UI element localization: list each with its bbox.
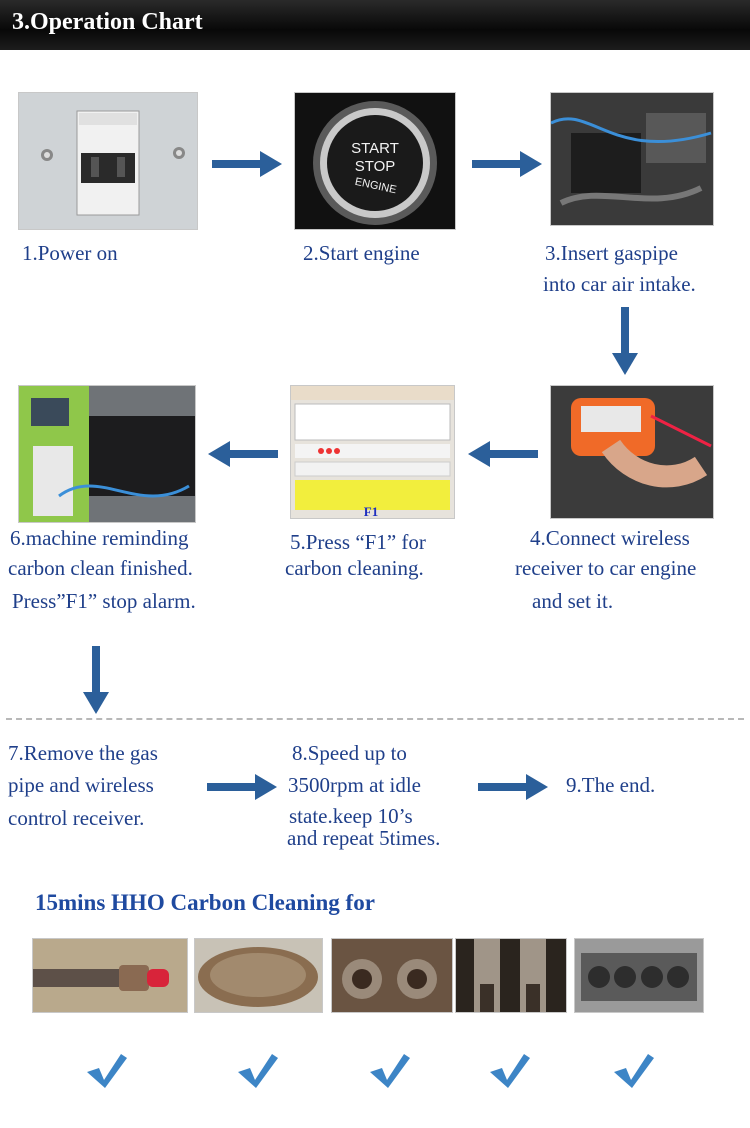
button-text-stop: STOP (355, 158, 396, 175)
circuit-breaker-photo (18, 92, 198, 230)
machine-car-photo (18, 385, 196, 523)
step-4-label-line2: receiver to car engine (515, 556, 697, 580)
piston-top-photo (194, 938, 323, 1013)
step-6-label-line2: carbon clean finished. (8, 556, 193, 580)
oxygen-sensor-photo (32, 938, 188, 1013)
step-1-label: 1.Power on (22, 241, 118, 265)
arrow-left-icon (468, 441, 538, 467)
arrow-left-icon (208, 441, 278, 467)
engine-gaspipe-photo (550, 92, 714, 226)
arrow-down-icon (83, 646, 109, 714)
step-5-label-line1: 5.Press “F1” for (290, 530, 426, 554)
step-8-label-line2: 3500rpm at idle (288, 773, 421, 797)
checkmark-icon (236, 1050, 280, 1090)
wireless-receiver-photo (550, 385, 714, 519)
cylinder-head-photo (574, 938, 704, 1013)
step-5-label-line2: carbon cleaning. (285, 556, 424, 580)
step-4-label-line3: and set it. (532, 589, 614, 613)
dashed-divider (6, 718, 744, 720)
arrow-right-icon (472, 151, 542, 177)
arrow-down-icon (612, 307, 638, 375)
cleaning-section-title: 15mins HHO Carbon Cleaning for (35, 890, 375, 915)
checkmark-icon (488, 1050, 532, 1090)
checkmark-icon (85, 1050, 129, 1090)
header-bar (0, 0, 750, 50)
control-screen-photo: F1 (290, 385, 455, 519)
button-text-start: START (351, 140, 399, 157)
checkmark-icon (612, 1050, 656, 1090)
f1-key-label: F1 (364, 504, 378, 518)
step-7-label-line1: 7.Remove the gas (8, 741, 158, 765)
step-8-label-line4: and repeat 5times. (287, 826, 441, 850)
step-7-label-line3: control receiver. (8, 806, 145, 830)
step-7-label-line2: pipe and wireless (8, 773, 154, 797)
step-8-label-line1: 8.Speed up to (292, 741, 407, 765)
step-3-label-line2: into car air intake. (543, 272, 696, 296)
arrow-right-icon (207, 774, 277, 800)
step-2-label: 2.Start engine (303, 241, 420, 265)
valves-photo (331, 938, 453, 1013)
page-title: 3.Operation Chart (12, 9, 203, 35)
step-6-label-line3: Press”F1” stop alarm. (12, 589, 196, 613)
arrow-right-icon (212, 151, 282, 177)
spark-plugs-photo (455, 938, 567, 1013)
checkmark-icon (368, 1050, 412, 1090)
step-8-label-line3: state.keep 10’s (289, 804, 413, 828)
arrow-right-icon (478, 774, 548, 800)
step-4-label-line1: 4.Connect wireless (530, 526, 690, 550)
step-9-label: 9.The end. (566, 773, 656, 797)
step-3-label-line1: 3.Insert gaspipe (545, 241, 678, 265)
start-stop-button-photo: START STOP ENGINE (294, 92, 456, 230)
step-6-label-line1: 6.machine reminding (10, 526, 189, 550)
